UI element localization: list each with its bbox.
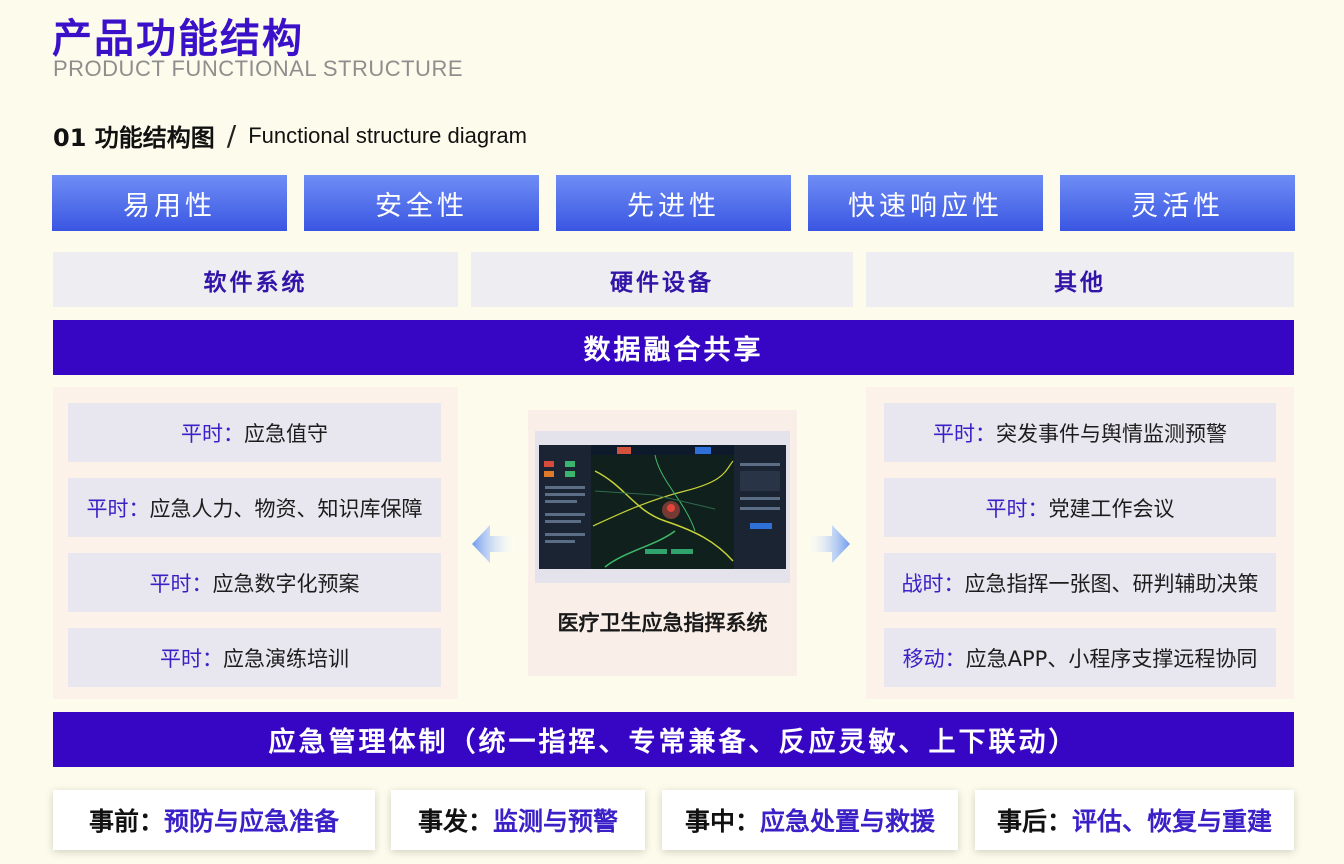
- stage-label: 事后：: [996, 807, 1072, 836]
- arrow-right-icon: [808, 525, 850, 563]
- item-text: 应急演练培训: [223, 646, 349, 671]
- item-text: 应急指挥一张图、研判辅助决策: [964, 571, 1259, 596]
- stage-after: 事后：评估、恢复与重建: [975, 790, 1294, 850]
- item-prefix: 平时：: [933, 421, 996, 446]
- item-text: 应急APP、小程序支撑远程协同: [965, 646, 1258, 671]
- item-text: 应急数字化预案: [212, 571, 360, 596]
- left-item: 平时：应急演练培训: [68, 628, 441, 687]
- center-system-name: 医疗卫生应急指挥系统: [557, 611, 768, 635]
- stage-label: 事前：: [88, 807, 164, 836]
- item-text: 党建工作会议: [1048, 496, 1175, 521]
- section-name-en: Functional structure diagram: [248, 122, 527, 148]
- item-text: 应急人力、物资、知识库保障: [149, 496, 423, 521]
- section-separator: /: [226, 119, 237, 152]
- stage-value: 评估、恢复与重建: [1072, 807, 1273, 836]
- system-screenshot-frame: [535, 431, 790, 583]
- right-item: 平时：党建工作会议: [884, 478, 1276, 537]
- right-item: 移动：应急APP、小程序支撑远程协同: [884, 628, 1276, 687]
- item-prefix: 平时：: [160, 646, 223, 671]
- item-prefix: 平时：: [149, 571, 213, 596]
- feature-advanced: 先进性: [556, 175, 791, 231]
- feature-usability: 易用性: [52, 175, 287, 231]
- stage-label: 事中：: [684, 807, 760, 836]
- category-software: 软件系统: [53, 252, 458, 307]
- feature-security: 安全性: [304, 175, 539, 231]
- section-number: 01 功能结构图: [53, 124, 215, 152]
- feature-flexibility: 灵活性: [1060, 175, 1295, 231]
- map-pin-icon: [662, 501, 680, 519]
- item-prefix: 平时：: [985, 496, 1049, 521]
- stage-label: 事发：: [417, 807, 493, 836]
- page-subtitle: PRODUCT FUNCTIONAL STRUCTURE: [53, 56, 464, 81]
- page-title: 产品功能结构: [52, 16, 304, 62]
- section-heading: 01 功能结构图 / Functional structure diagram: [53, 118, 527, 153]
- left-item: 平时：应急数字化预案: [68, 553, 441, 612]
- left-item: 平时：应急值守: [68, 403, 441, 462]
- feature-fast-response: 快速响应性: [808, 175, 1043, 231]
- management-system-band: 应急管理体制（统一指挥、专常兼备、反应灵敏、上下联动）: [53, 712, 1294, 767]
- left-item: 平时：应急人力、物资、知识库保障: [68, 478, 441, 537]
- data-fusion-band: 数据融合共享: [53, 320, 1294, 375]
- system-screenshot: [539, 445, 786, 569]
- right-item: 战时：应急指挥一张图、研判辅助决策: [884, 553, 1276, 612]
- item-prefix: 移动：: [902, 646, 966, 671]
- item-prefix: 平时：: [86, 496, 150, 521]
- stage-value: 应急处置与救援: [760, 807, 936, 836]
- category-hardware: 硬件设备: [471, 252, 853, 307]
- stage-onset: 事发：监测与预警: [391, 790, 645, 850]
- item-prefix: 战时：: [901, 571, 965, 596]
- stage-before: 事前：预防与应急准备: [53, 790, 375, 850]
- item-text: 应急值守: [244, 421, 328, 446]
- stage-during: 事中：应急处置与救援: [662, 790, 958, 850]
- item-text: 突发事件与舆情监测预警: [996, 421, 1227, 446]
- stage-value: 监测与预警: [493, 807, 619, 836]
- stage-value: 预防与应急准备: [164, 807, 340, 836]
- item-prefix: 平时：: [181, 421, 244, 446]
- right-item: 平时：突发事件与舆情监测预警: [884, 403, 1276, 462]
- arrow-left-icon: [472, 525, 514, 563]
- category-other: 其他: [866, 252, 1294, 307]
